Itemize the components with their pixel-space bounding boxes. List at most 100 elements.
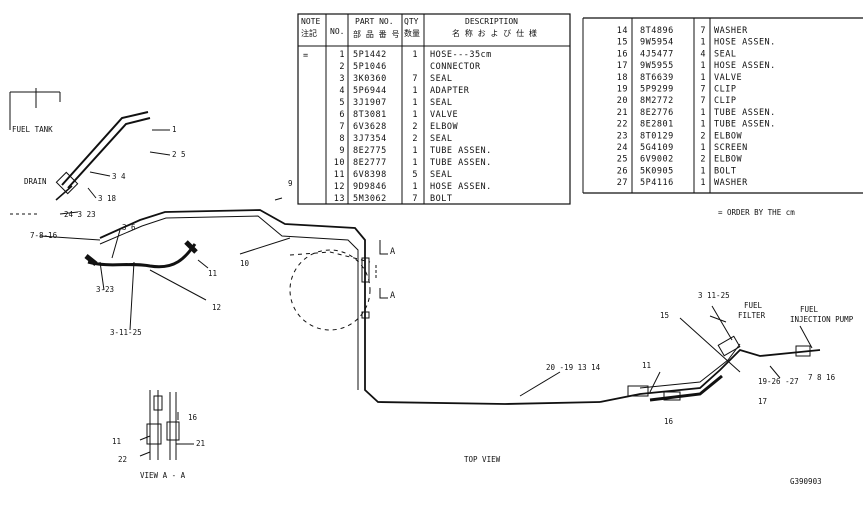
part-row-description: HOSE ASSEN. [714, 61, 776, 71]
part-row-qty: 1 [412, 182, 418, 192]
part-row-part-no: 9D9846 [353, 182, 387, 192]
part-row-description: TUBE ASSEN. [714, 120, 776, 130]
part-row-no: 14 [617, 26, 628, 36]
part-row-no: 8 [339, 134, 345, 144]
part-row-description: TUBE ASSEN. [430, 146, 492, 156]
callout-c20-19-13-14: 20 -19 13 14 [546, 363, 601, 372]
part-row-qty: 1 [412, 98, 418, 108]
part-row-part-no: 8T6639 [640, 73, 674, 83]
part-row-part-no: 5P6944 [353, 86, 387, 96]
part-row-description: TUBE ASSEN. [430, 158, 492, 168]
part-row-qty: 7 [700, 96, 706, 106]
part-row-no: 22 [617, 120, 628, 130]
callout-c3-23: 3-23 [96, 285, 114, 294]
header-qty: QTY [404, 17, 419, 26]
callout-c12: 12 [212, 303, 221, 312]
callout-c16-view: 16 [188, 413, 198, 422]
callout-c17: 17 [758, 397, 767, 406]
callout-view-a-a: VIEW A - A [140, 471, 186, 480]
header-part-no-jp: 部 品 番 号 [353, 29, 399, 39]
part-row-qty: 1 [700, 143, 706, 153]
callout-sec-a-bottom: A [390, 291, 396, 301]
part-row-description: ELBOW [430, 122, 458, 132]
part-row-part-no: 6V9002 [640, 155, 674, 165]
part-row-part-no: 8T3081 [353, 110, 387, 120]
part-row-description: ELBOW [714, 131, 742, 141]
part-row-no: 15 [617, 38, 628, 48]
part-row-qty: 1 [700, 73, 706, 83]
part-row-qty: 1 [700, 38, 706, 48]
parts-table-left: NOTE 注記 NO. PART NO. 部 品 番 号 QTY 数量 DESC… [297, 13, 571, 205]
part-row-no: 2 [339, 62, 345, 72]
part-row-qty: 1 [412, 86, 418, 96]
part-row-part-no: 9W5954 [640, 38, 674, 48]
part-row-qty: 1 [412, 110, 418, 120]
part-row-description: VALVE [714, 73, 742, 83]
part-row-description: WASHER [714, 26, 748, 36]
part-row-description: SEAL [430, 98, 452, 108]
callout-drain: DRAIN [24, 177, 47, 186]
part-row-part-no: 6V8398 [353, 170, 387, 180]
part-row-part-no: 5K0905 [640, 166, 674, 176]
pipe-routing [9, 88, 821, 460]
part-row-no: 4 [339, 86, 345, 96]
part-row-part-no: 5P1046 [353, 62, 387, 72]
part-row-qty: 7 [412, 194, 418, 204]
part-row-qty: 1 [412, 50, 418, 60]
part-row-description: SEAL [430, 170, 452, 180]
part-row-description: CLIP [714, 96, 736, 106]
part-row-part-no: 5P9299 [640, 85, 674, 95]
part-row-description: TUBE ASSEN. [714, 108, 776, 118]
part-row-qty: 2 [412, 134, 418, 144]
part-row-qty: 7 [700, 85, 706, 95]
header-qty-jp: 数量 [404, 28, 420, 38]
part-row-no: 25 [617, 155, 628, 165]
part-row-part-no: 3J7354 [353, 134, 387, 144]
callout-c16-bottom: 16 [664, 417, 674, 426]
part-row-description: BOLT [430, 194, 452, 204]
part-row-description: HOSE---35cm [430, 50, 492, 60]
part-row-description: ADAPTER [430, 86, 470, 96]
callout-c2-5: 2 5 [172, 150, 186, 159]
callout-c10: 10 [240, 259, 250, 268]
part-row-no: 3 [339, 74, 345, 84]
callout-c11-lower: 11 [642, 361, 651, 370]
part-row-description: SCREEN [714, 143, 748, 153]
part-row-qty: 2 [700, 131, 706, 141]
part-row-description: VALVE [430, 110, 458, 120]
callout-sec-a-top: A [390, 247, 396, 257]
callout-c3-11-25-right: 3 11-25 [698, 291, 730, 300]
part-row-no: 11 [334, 170, 345, 180]
callout-c11-upper: 11 [208, 269, 217, 278]
part-row-qty: 1 [700, 61, 706, 71]
part-row-qty: 4 [700, 49, 706, 59]
callout-c3-18: 3 18 [98, 194, 117, 203]
callout-c3-11-25-left: 3-11-25 [110, 328, 142, 337]
part-row-part-no: 8M2772 [640, 96, 674, 106]
part-row-no: 17 [617, 61, 628, 71]
part-row-qty: 1 [700, 178, 706, 188]
part-row-part-no: 8E2777 [353, 158, 387, 168]
part-row-no: 16 [617, 49, 628, 59]
part-row-qty: 7 [412, 74, 418, 84]
part-row-no: 20 [617, 96, 628, 106]
part-row-part-no: 9W5955 [640, 61, 674, 71]
part-row-no: 23 [617, 131, 628, 141]
part-row-part-no: 8T4896 [640, 26, 674, 36]
part-row-no: 12 [334, 182, 345, 192]
part-row-no: 10 [334, 158, 345, 168]
part-row-no: 5 [339, 98, 345, 108]
callout-c9: 9 [288, 179, 293, 188]
callout-c11-view: 11 [112, 437, 121, 446]
callout-c7-8-16-right: 7 8 16 [808, 373, 836, 382]
part-row-no: 1 [339, 50, 345, 60]
part-row-part-no: 8E2775 [353, 146, 387, 156]
part-row-description: SEAL [430, 134, 452, 144]
part-row-qty: 5 [412, 170, 418, 180]
part-row-qty: 7 [700, 26, 706, 36]
part-row-no: 18 [617, 73, 628, 83]
